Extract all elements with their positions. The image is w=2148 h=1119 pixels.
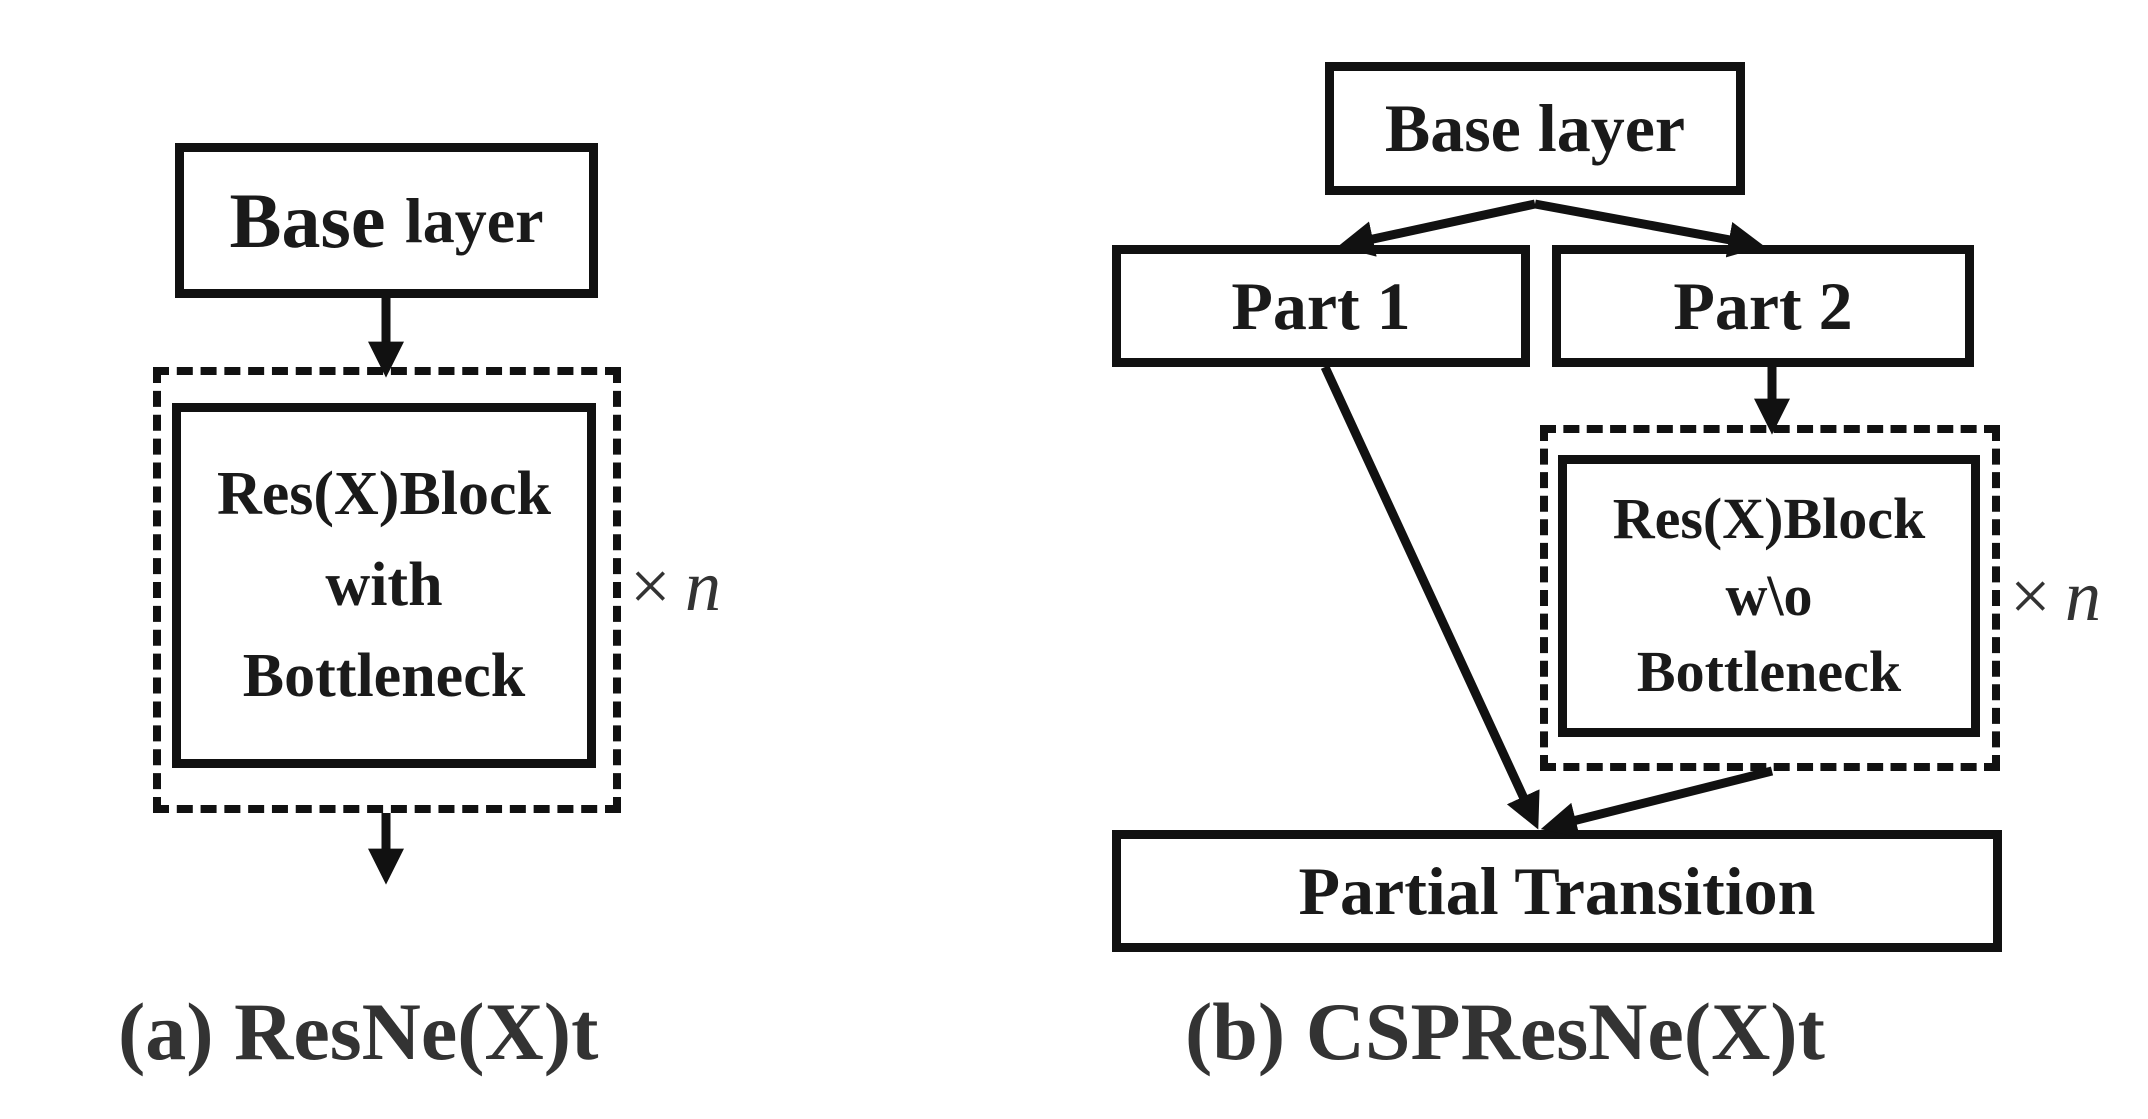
panel-a-times-symbol: ×	[630, 546, 671, 626]
panel-a-base-layer: Base layer	[175, 143, 598, 298]
panel-a-base-word: Base	[229, 176, 386, 264]
panel-b-caption: (b) CSPResNe(X)t	[1185, 986, 1825, 1077]
panel-a-repeat-var: n	[685, 546, 722, 626]
panel-a-layer-word: layer	[404, 184, 544, 256]
panel-b-res-block: Res(X)Block w\o Bottleneck	[1558, 455, 1980, 737]
panel-b-partial-transition: Partial Transition	[1112, 830, 2002, 952]
panel-b-base-layer: Base layer	[1325, 62, 1745, 195]
panel-a-block-line-2: with	[325, 550, 443, 619]
panel-b-arrow-block-transition	[1540, 766, 1774, 838]
panel-b-arrow-part1-transition	[1320, 365, 1540, 830]
panel-a-block-line-1: Res(X)Block	[216, 459, 552, 528]
panel-b-repeat-label: × n	[2010, 555, 2101, 638]
panel-b-arrow-part2	[1534, 199, 1765, 258]
panel-b-part-1: Part 1	[1112, 245, 1530, 367]
panel-a-repeat-label: × n	[630, 545, 721, 628]
panel-b-arrow-part1	[1337, 199, 1536, 257]
panel-b-block-line-2: w\o	[1725, 562, 1813, 628]
panel-b-times-symbol: ×	[2010, 556, 2051, 636]
panel-a-res-block: Res(X)Block with Bottleneck	[172, 403, 596, 768]
panel-b-block-line-1: Res(X)Block	[1612, 485, 1926, 551]
panel-b-part-2: Part 2	[1552, 245, 1974, 367]
panel-b-repeat-var: n	[2065, 556, 2102, 636]
panel-b-block-line-3: Bottleneck	[1636, 639, 1902, 705]
panel-a-block-line-3: Bottleneck	[242, 642, 526, 711]
panel-a-caption: (a) ResNe(X)t	[118, 986, 599, 1077]
